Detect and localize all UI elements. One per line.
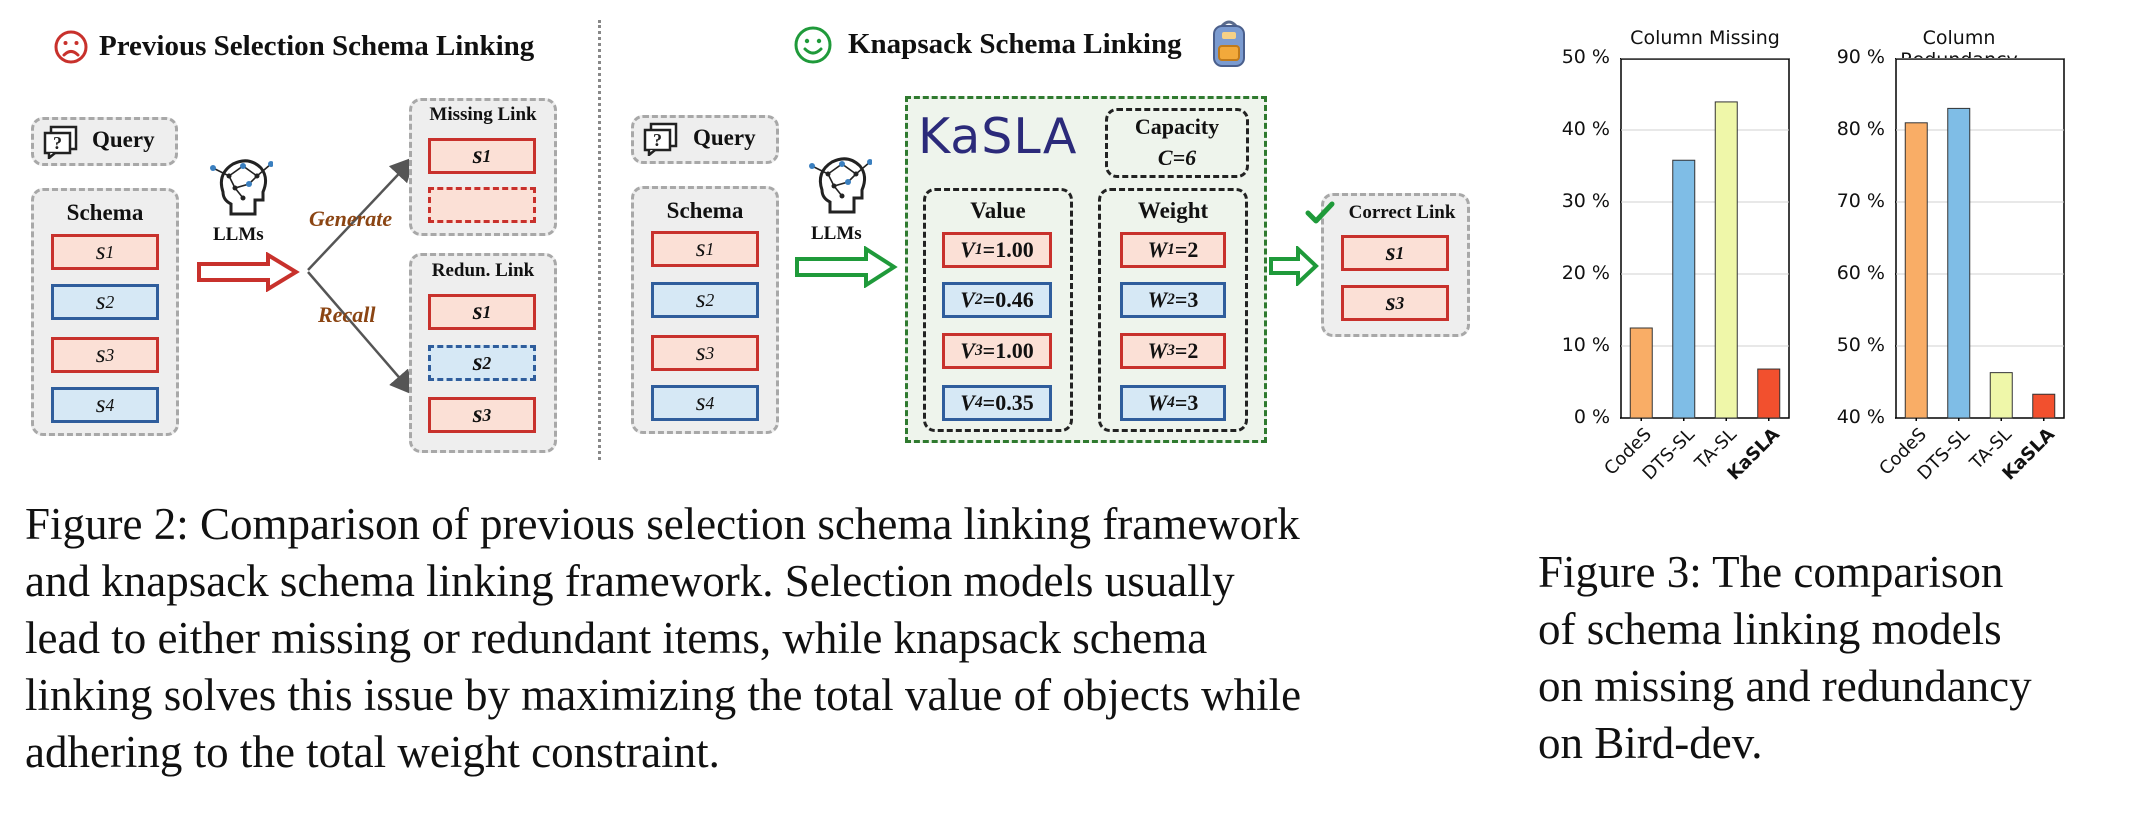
- left-schema-label: Schema: [66, 200, 144, 225]
- checkmark-icon: [1305, 201, 1335, 224]
- figure3-caption-line: Figure 3: The comparison: [1538, 547, 2004, 597]
- y-tick-label: 40 %: [1836, 406, 1885, 428]
- value-column: [923, 188, 1073, 432]
- branch-arrows: [307, 156, 416, 396]
- y-tick-label: 90 %: [1836, 46, 1885, 68]
- capacity-box: [1105, 108, 1249, 178]
- y-tick-label: 0 %: [1573, 406, 1610, 428]
- figure3-caption-line: on missing and redundancy: [1538, 661, 2032, 711]
- missing-link-label: Missing Link: [429, 104, 537, 125]
- y-tick-label: 50 %: [1561, 46, 1610, 68]
- left-llms-label: LLMs: [213, 224, 264, 245]
- figure2-caption-line: linking solves this issue by maximizing …: [25, 670, 1302, 720]
- left-query-label: Query: [92, 127, 155, 152]
- sad-face-icon: [54, 30, 88, 64]
- bar-ta-sl: [1714, 101, 1738, 419]
- smile-face-icon: [794, 26, 832, 64]
- bar-dts-sl: [1672, 159, 1696, 419]
- column-missing-chart: [1620, 58, 1790, 421]
- y-tick-label: 30 %: [1561, 190, 1610, 212]
- y-tick-label: 40 %: [1561, 118, 1610, 140]
- bar-ta-sl: [1989, 372, 2013, 419]
- y-tick-label: 50 %: [1836, 334, 1885, 356]
- figure2-caption-line: Figure 2: Comparison of previous selecti…: [25, 499, 1300, 549]
- figure3-caption-line: on Bird-dev.: [1538, 718, 1763, 768]
- svg-text:?: ?: [653, 130, 662, 150]
- llm-brain-icon: [809, 157, 872, 214]
- bar-kasla: [1757, 368, 1781, 419]
- llm-brain-icon: [210, 159, 273, 216]
- chart-title: Column Missing: [1630, 27, 1780, 49]
- bar-kasla: [2032, 393, 2056, 419]
- redundant-link-label: Redun. Link: [431, 260, 535, 281]
- capacity-value: C=6: [1157, 145, 1197, 170]
- right-schema-label: Schema: [666, 198, 744, 223]
- bar-codes: [1629, 327, 1653, 419]
- right-diagram-title: Knapsack Schema Linking: [848, 28, 1182, 60]
- green-arrow-small-icon: [1269, 246, 1319, 286]
- figure2-caption-line: adhering to the total weight constraint.: [25, 727, 720, 777]
- generate-label: Generate: [309, 206, 393, 231]
- correct-link-label: Correct Link: [1348, 202, 1456, 223]
- figure2-caption-line: and knapsack schema linking framework. S…: [25, 556, 1235, 606]
- query-icon: ?: [643, 122, 678, 156]
- y-tick-label: 80 %: [1836, 118, 1885, 140]
- diagram-divider: [598, 20, 601, 460]
- y-tick-label: 20 %: [1561, 262, 1610, 284]
- figure3-caption-line: of schema linking models: [1538, 604, 2002, 654]
- kasla-logo: KaSLA: [918, 108, 1078, 165]
- figure2-caption-line: lead to either missing or redundant item…: [25, 613, 1208, 663]
- value-label: Value: [970, 198, 1026, 223]
- backpack-icon: [1213, 20, 1245, 67]
- capacity-label: Capacity: [1134, 114, 1220, 139]
- missing-link-item-empty: [428, 187, 536, 223]
- y-tick-label: 60 %: [1836, 262, 1885, 284]
- left-diagram-title: Previous Selection Schema Linking: [99, 30, 535, 62]
- weight-column: [1098, 188, 1248, 432]
- right-llms-label: LLMs: [811, 223, 862, 244]
- y-tick-label: 70 %: [1836, 190, 1885, 212]
- y-tick-label: 10 %: [1561, 334, 1610, 356]
- red-arrow-icon: [197, 252, 300, 292]
- bar-dts-sl: [1947, 107, 1971, 419]
- svg-text:?: ?: [53, 133, 62, 153]
- green-arrow-icon: [795, 246, 898, 288]
- right-query-label: Query: [693, 125, 756, 150]
- query-icon: ?: [43, 125, 78, 159]
- recall-label: Recall: [318, 302, 376, 327]
- column-redundancy-chart: [1895, 58, 2065, 421]
- weight-label: Weight: [1137, 198, 1209, 223]
- bar-codes: [1904, 122, 1928, 419]
